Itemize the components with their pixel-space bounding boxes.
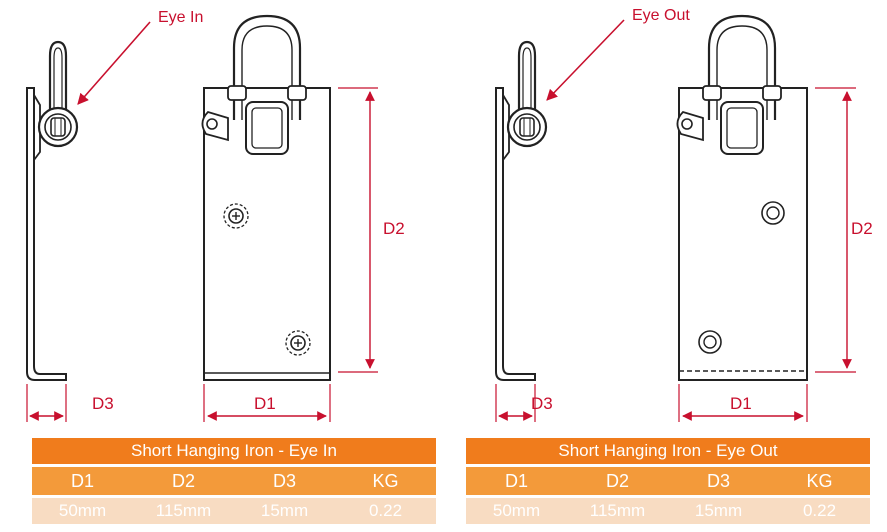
d2-label: D2 bbox=[383, 219, 405, 238]
table-header-row: D1 D2 D3 KG bbox=[466, 467, 870, 495]
eye-out-callout: Eye Out bbox=[546, 7, 690, 101]
eye-out-front-view bbox=[676, 14, 808, 381]
header-d3: D3 bbox=[234, 467, 335, 495]
value-d3: 15mm bbox=[234, 498, 335, 524]
rivet-hole bbox=[761, 201, 785, 225]
spec-table-eye-in: Short Hanging Iron - Eye In D1 D2 D3 KG … bbox=[32, 438, 436, 524]
header-d1: D1 bbox=[466, 467, 567, 495]
rivet-hole bbox=[698, 330, 722, 354]
d3-label: D3 bbox=[92, 394, 114, 413]
eye-out-dimension-d1: D1 bbox=[678, 384, 808, 422]
value-d3: 15mm bbox=[668, 498, 769, 524]
eye-in-dimension-d2: D2 bbox=[338, 87, 405, 373]
value-kg: 0.22 bbox=[769, 498, 870, 524]
value-d2: 115mm bbox=[567, 498, 668, 524]
screw-hole bbox=[285, 330, 311, 356]
header-kg: KG bbox=[335, 467, 436, 495]
spec-table-eye-out: Short Hanging Iron - Eye Out D1 D2 D3 KG… bbox=[466, 438, 870, 524]
eye-in-front-view bbox=[201, 14, 331, 381]
eye-out-dimension-d3: D3 bbox=[495, 384, 553, 422]
header-d2: D2 bbox=[567, 467, 668, 495]
table-row: 50mm 115mm 15mm 0.22 bbox=[32, 498, 436, 524]
d1-label: D1 bbox=[730, 394, 752, 413]
eye-in-callout: Eye In bbox=[77, 9, 203, 105]
product-diagram: Eye In D bbox=[26, 7, 873, 422]
value-kg: 0.22 bbox=[335, 498, 436, 524]
d2-label: D2 bbox=[851, 219, 873, 238]
table-header-row: D1 D2 D3 KG bbox=[32, 467, 436, 495]
table-title: Short Hanging Iron - Eye Out bbox=[466, 438, 870, 464]
header-d1: D1 bbox=[32, 467, 133, 495]
table-row: 50mm 115mm 15mm 0.22 bbox=[466, 498, 870, 524]
eye-in-dimension-d3: D3 bbox=[26, 384, 114, 422]
d3-label: D3 bbox=[531, 394, 553, 413]
header-d2: D2 bbox=[133, 467, 234, 495]
eye-in-side-view bbox=[26, 40, 79, 381]
eye-out-dimension-d2: D2 bbox=[815, 87, 873, 373]
eye-out-label: Eye Out bbox=[632, 7, 690, 24]
value-d1: 50mm bbox=[32, 498, 133, 524]
eye-in-label: Eye In bbox=[158, 9, 203, 26]
value-d1: 50mm bbox=[466, 498, 567, 524]
table-title: Short Hanging Iron - Eye In bbox=[32, 438, 436, 464]
header-d3: D3 bbox=[668, 467, 769, 495]
value-d2: 115mm bbox=[133, 498, 234, 524]
d1-label: D1 bbox=[254, 394, 276, 413]
header-kg: KG bbox=[769, 467, 870, 495]
eye-out-side-view bbox=[495, 40, 548, 381]
eye-in-dimension-d1: D1 bbox=[203, 384, 331, 422]
screw-hole bbox=[223, 203, 249, 229]
